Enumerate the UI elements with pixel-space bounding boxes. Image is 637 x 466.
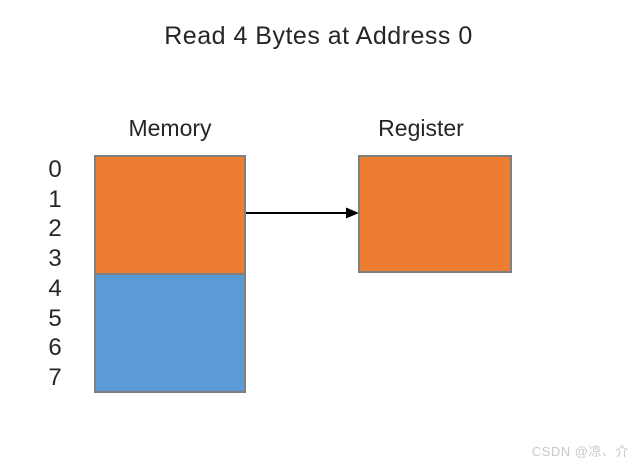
- address-label-3: 3: [48, 245, 62, 273]
- register-label: Register: [378, 115, 464, 141]
- memory-unread-region: [96, 273, 244, 391]
- address-label-1: 1: [48, 185, 62, 213]
- address-label-0: 0: [48, 155, 62, 183]
- memory-label: Memory: [128, 115, 212, 141]
- watermark: CSDN @凉、介: [531, 444, 629, 459]
- address-label-4: 4: [48, 274, 62, 302]
- register-block: [358, 155, 512, 273]
- memory-read-region: [96, 157, 244, 273]
- address-label-2: 2: [48, 215, 62, 243]
- address-label-6: 6: [48, 334, 62, 362]
- address-label-5: 5: [48, 304, 62, 332]
- memory-address-list: 0 1 2 3 4 5 6 7: [38, 155, 72, 393]
- address-label-7: 7: [48, 364, 62, 392]
- read-arrow: [246, 207, 359, 219]
- memory-block: [94, 155, 246, 393]
- slide-title: Read 4 Bytes at Address 0: [164, 22, 473, 50]
